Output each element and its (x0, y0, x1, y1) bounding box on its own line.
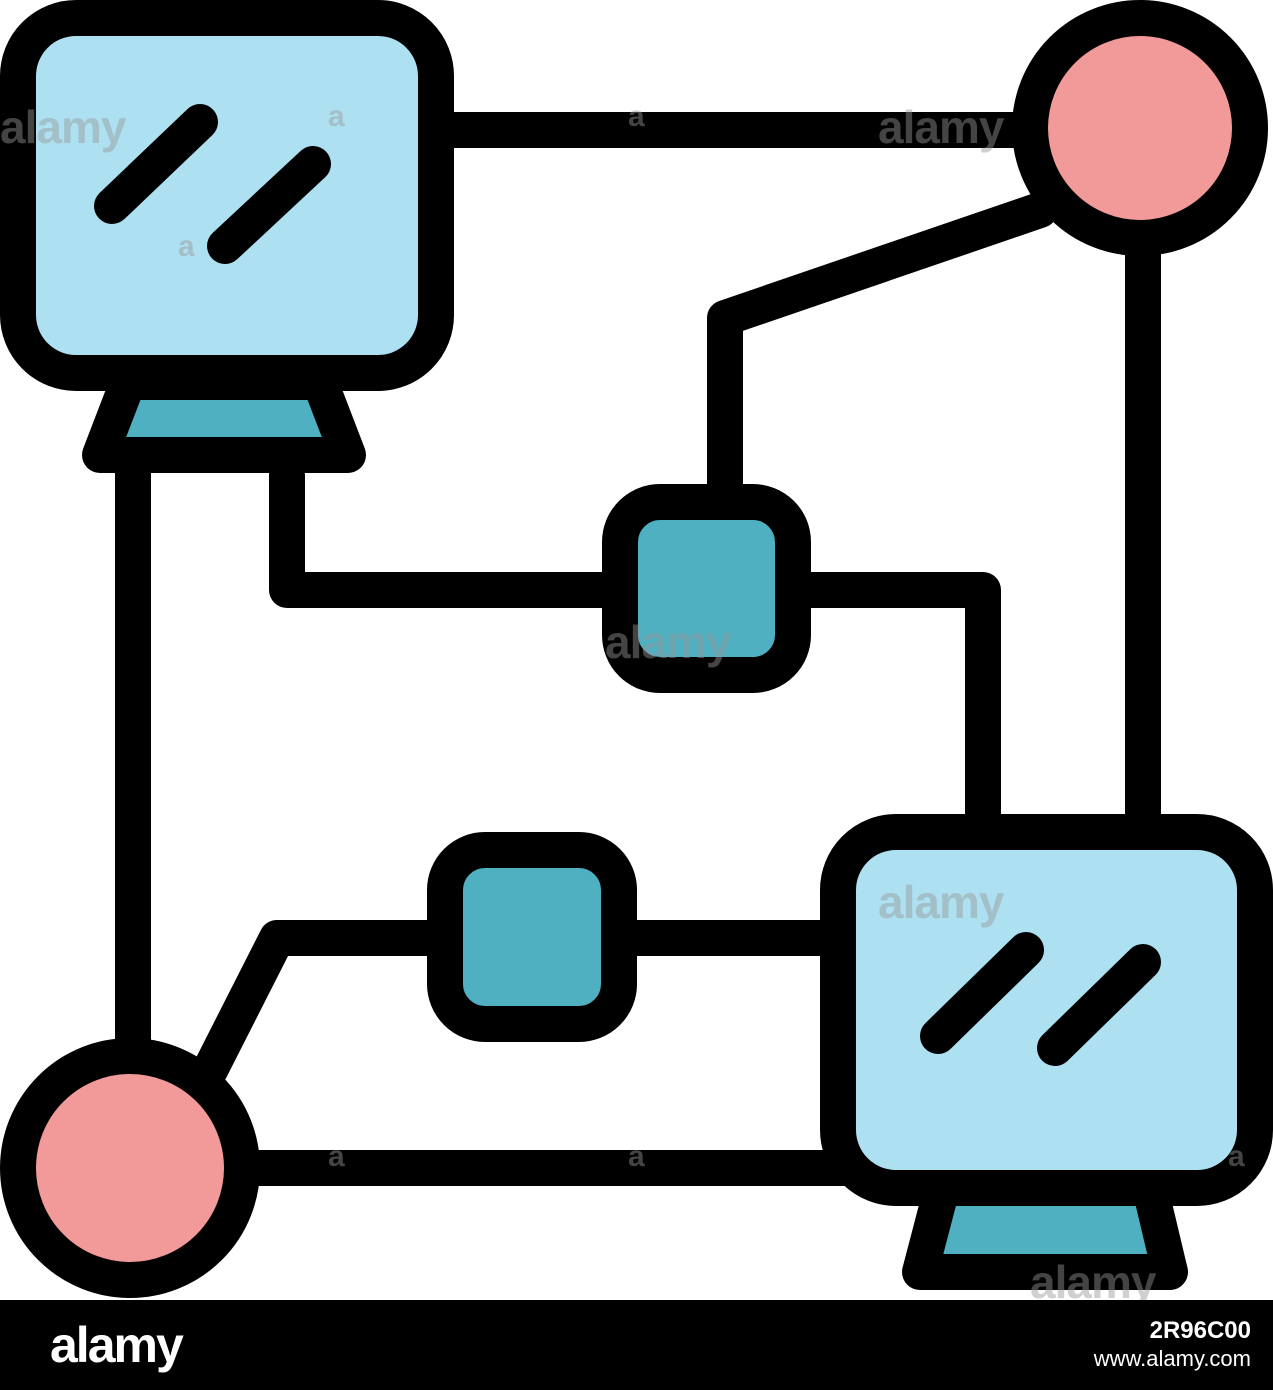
monitor-screen-top-left (0, 0, 454, 391)
site-url-label: www.alamy.com (1093, 1346, 1251, 1372)
node-circle-bottom-left-icon (0, 1038, 260, 1298)
screen-glare-icon (920, 932, 1044, 1054)
monitor-screen-bottom-right (820, 814, 1273, 1206)
hub-square-lower-icon (427, 832, 637, 1042)
node-circle-top-right-icon (1012, 0, 1268, 256)
network-icon-illustration (0, 0, 1273, 1300)
footer-meta: 2R96C00 www.alamy.com (1094, 1317, 1251, 1372)
monitor-top-left-icon (0, 0, 454, 473)
hub-square-center-icon (602, 484, 811, 693)
footer-logo: alamy (50, 1317, 184, 1373)
monitor-bottom-right-icon (820, 814, 1273, 1290)
connection-lines (115, 112, 1161, 1186)
screen-glare-icon (207, 146, 331, 264)
monitor-stand-top-left (82, 364, 366, 473)
footer-bar: alamy 2R96C00 www.alamy.com (0, 1300, 1273, 1390)
screen-glare-icon (1037, 944, 1161, 1066)
screen-glare-icon (94, 104, 218, 224)
image-id-label: 2R96C00 (1149, 1317, 1251, 1345)
